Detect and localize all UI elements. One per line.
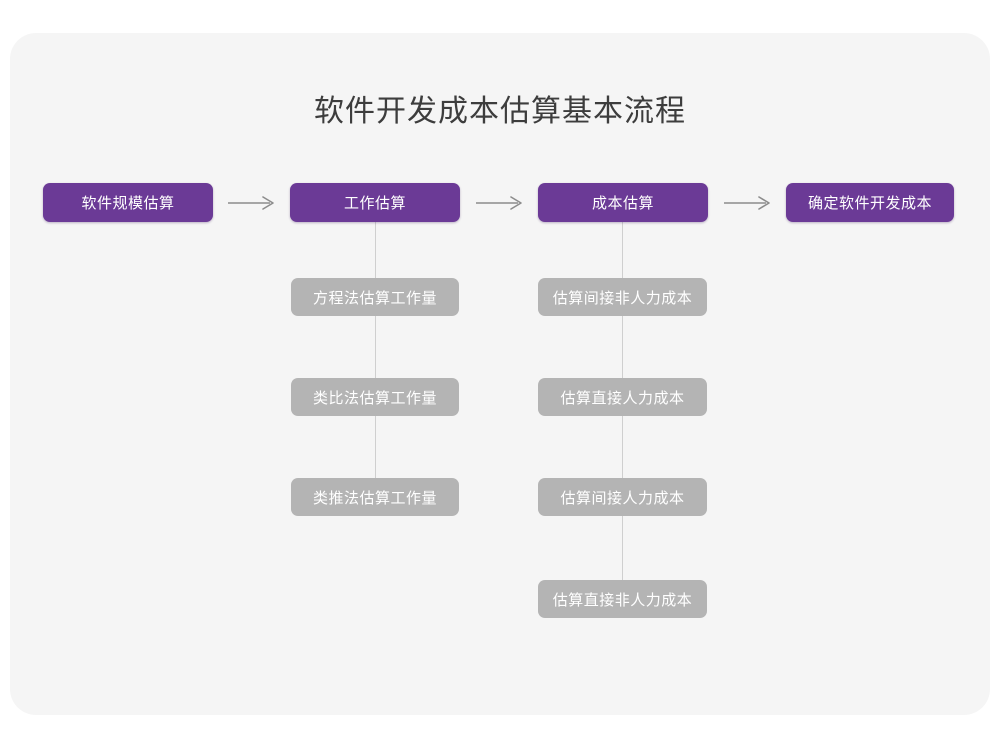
stage-node-label: 工作估算 [343, 195, 406, 212]
connector-line-stage3 [622, 220, 623, 278]
stage-node-determine-development-cost[interactable]: 确定软件开发成本 [786, 183, 954, 222]
substep-node-label: 类推法估算工作量 [312, 489, 437, 507]
stage-node-cost-estimation[interactable]: 成本估算 [538, 183, 708, 222]
connector-line-stage2 [375, 415, 376, 479]
stage-node-effort-estimation[interactable]: 工作估算 [290, 183, 460, 222]
substep-node-label: 估算间接非人力成本 [552, 289, 693, 307]
arrow-right-icon [470, 183, 530, 222]
substep-node-label: 估算间接人力成本 [560, 489, 685, 507]
stage-node-software-scale-estimation[interactable]: 软件规模估算 [43, 183, 213, 222]
substep-node-indirect-labor-cost[interactable]: 估算间接人力成本 [538, 478, 707, 516]
arrow-right-icon [718, 183, 778, 222]
substep-node-label: 类比法估算工作量 [312, 389, 437, 407]
substep-node-analogy-method-workload[interactable]: 类比法估算工作量 [291, 378, 459, 416]
substep-node-direct-nonlabor-cost[interactable]: 估算直接非人力成本 [538, 580, 707, 618]
substep-node-inference-method-workload[interactable]: 类推法估算工作量 [291, 478, 459, 516]
connector-line-stage3 [622, 515, 623, 581]
connector-line-stage3 [622, 316, 623, 379]
substep-node-equation-method-workload[interactable]: 方程法估算工作量 [291, 278, 459, 316]
diagram-card-background [10, 33, 990, 715]
arrow-right-icon [222, 183, 282, 222]
page-title: 软件开发成本估算基本流程 [314, 95, 686, 128]
stage-node-label: 软件规模估算 [81, 195, 175, 212]
substep-node-label: 方程法估算工作量 [312, 289, 437, 307]
stage-node-label: 确定软件开发成本 [807, 195, 932, 212]
substep-node-direct-labor-cost[interactable]: 估算直接人力成本 [538, 378, 707, 416]
connector-line-stage2 [375, 220, 376, 283]
connector-line-stage2 [375, 315, 376, 379]
substep-node-label: 估算直接非人力成本 [552, 591, 693, 609]
substep-node-indirect-nonlabor-cost[interactable]: 估算间接非人力成本 [538, 278, 707, 316]
connector-line-stage3 [622, 415, 623, 479]
stage-node-label: 成本估算 [591, 195, 654, 212]
substep-node-label: 估算直接人力成本 [560, 389, 685, 407]
